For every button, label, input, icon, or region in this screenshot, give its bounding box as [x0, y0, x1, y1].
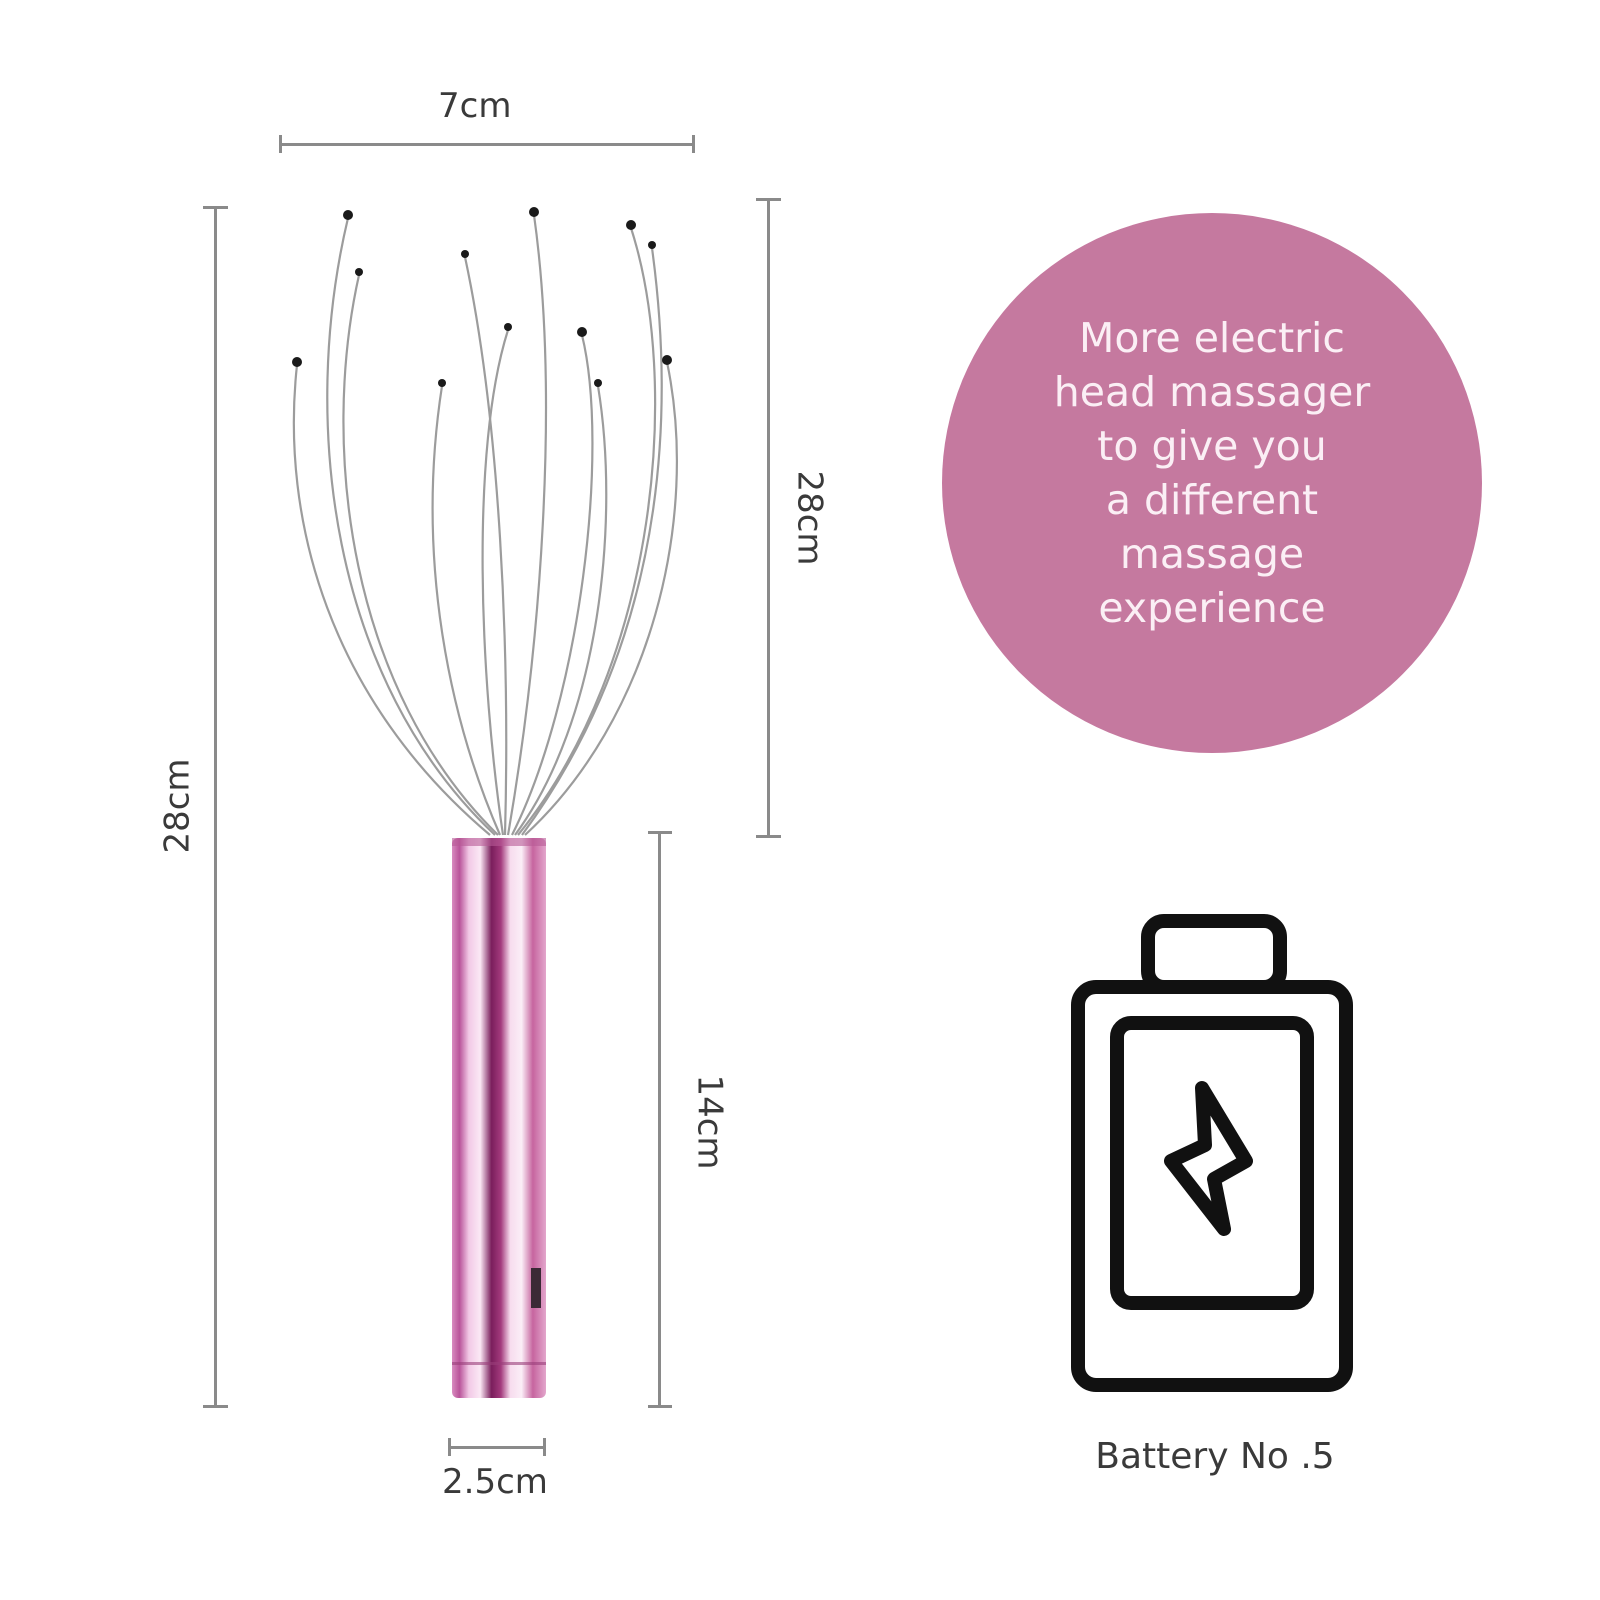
handle-width-label: 2.5cm — [442, 1462, 548, 1502]
promo-line-4: a different — [1105, 476, 1319, 524]
total-height-tick-top — [203, 206, 228, 209]
promo-line-5: massage — [1119, 530, 1305, 578]
width-line — [280, 143, 694, 146]
width-tick-left — [279, 135, 282, 153]
promo-line-1: More electric — [1079, 314, 1345, 362]
promo-line-3: to give you — [1097, 422, 1327, 470]
battery-charging-icon — [1071, 914, 1353, 1392]
handle — [452, 838, 546, 1398]
handle-width-tick-left — [448, 1438, 451, 1456]
width-label: 7cm — [438, 86, 512, 126]
total-height-tick-bottom — [203, 1405, 228, 1408]
battery-label: Battery No .5 — [1095, 1436, 1335, 1477]
width-tick-right — [692, 135, 695, 153]
promo-circle: More electric head massager to give you … — [942, 213, 1482, 753]
wire-tips — [292, 207, 672, 387]
head-height-line — [767, 199, 770, 837]
massage-wires — [292, 214, 678, 836]
head-height-tick-top — [756, 198, 781, 201]
handle-height-line — [658, 832, 661, 1407]
handle-width-line — [449, 1446, 545, 1449]
handle-height-tick-top — [648, 831, 672, 834]
handle-height-tick-bottom — [648, 1405, 672, 1408]
handle-width-tick-right — [543, 1438, 546, 1456]
total-height-line — [214, 207, 217, 1407]
promo-line-6: experience — [1098, 584, 1326, 632]
handle-label-sticker — [531, 1268, 541, 1308]
promo-line-2: head massager — [1053, 368, 1371, 416]
head-height-tick-bottom — [756, 835, 781, 838]
promo-text: More electric head massager to give you … — [1032, 311, 1392, 635]
